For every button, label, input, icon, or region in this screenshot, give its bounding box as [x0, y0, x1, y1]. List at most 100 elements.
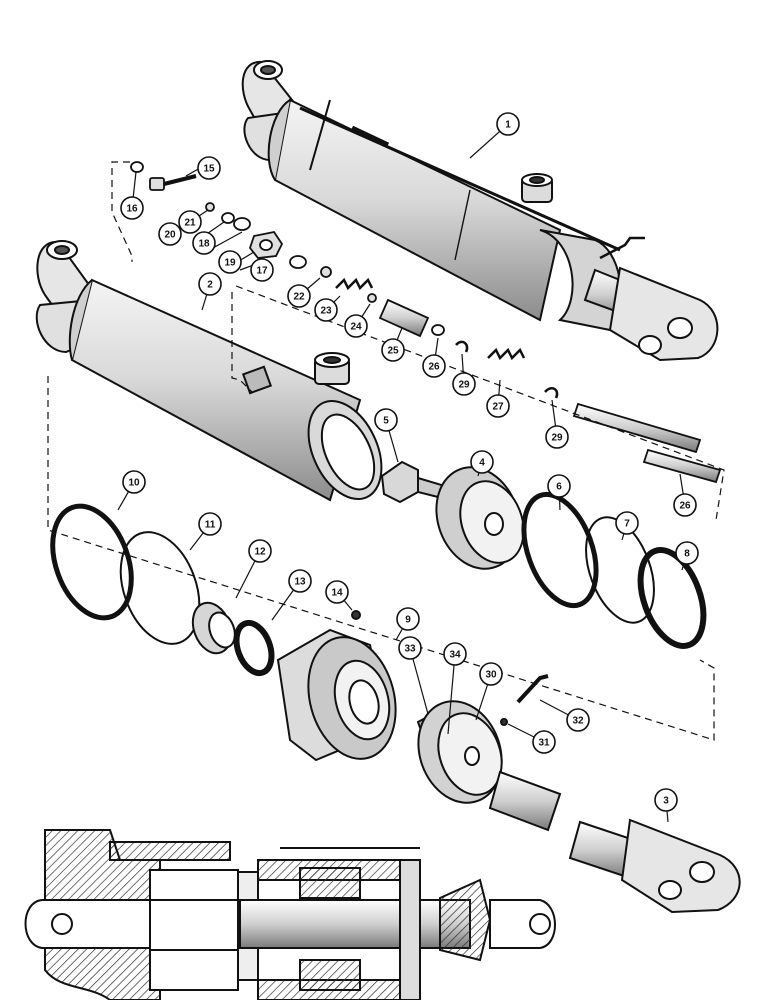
callout-7: 7 [615, 511, 639, 535]
cross-section-view [24, 829, 556, 1000]
callout-label: 25 [387, 346, 399, 357]
callout-33: 33 [398, 636, 422, 660]
cylinder-barrel [35, 240, 383, 502]
callout-circle [396, 607, 420, 631]
callout-label: 29 [551, 433, 563, 444]
callout-circle [532, 730, 556, 754]
callout-label: 2 [207, 280, 213, 291]
callout-circle [122, 470, 146, 494]
callout-circle [248, 539, 272, 563]
callout-label: 21 [184, 218, 196, 229]
callout-32: 32 [566, 708, 590, 732]
callout-circle [198, 512, 222, 536]
callout-circle [486, 394, 510, 418]
callout-label: 7 [624, 519, 630, 530]
callout-circle [178, 210, 202, 234]
callout-circle [344, 314, 368, 338]
callout-30: 30 [479, 662, 503, 686]
callout-label: 33 [404, 644, 416, 655]
callout-19: 19 [218, 250, 242, 274]
callout-circle [675, 541, 699, 565]
callout-label: 5 [383, 416, 389, 427]
callout-circle [545, 425, 569, 449]
callout-circle [615, 511, 639, 535]
callout-23: 23 [314, 298, 338, 322]
callout-label: 17 [256, 266, 268, 277]
callout-13: 13 [288, 569, 312, 593]
callout-circle [479, 662, 503, 686]
callout-label: 10 [128, 478, 140, 489]
callout-6: 6 [547, 474, 571, 498]
callout-circle [158, 222, 182, 246]
callout-circle [422, 354, 446, 378]
callout-25: 25 [381, 338, 405, 362]
callout-34: 34 [443, 642, 467, 666]
callout-label: 12 [254, 547, 266, 558]
callout-label: 1 [505, 120, 511, 131]
callout-circle [452, 372, 476, 396]
callout-circle [197, 156, 221, 180]
callout-16: 16 [120, 196, 144, 220]
callout-label: 26 [428, 362, 440, 373]
callout-8: 8 [675, 541, 699, 565]
callout-circle [250, 258, 274, 282]
callout-bubbles: 1234567891011121314151617181920212223242… [120, 112, 699, 812]
callout-label: 34 [449, 650, 461, 661]
callout-label: 29 [458, 380, 470, 391]
callout-26: 26 [673, 493, 697, 517]
callout-label: 9 [405, 615, 411, 626]
callout-label: 32 [572, 716, 584, 727]
callout-26: 26 [422, 354, 446, 378]
callout-label: 16 [126, 204, 138, 215]
callout-circle [287, 284, 311, 308]
callout-label: 24 [350, 322, 362, 333]
callout-29: 29 [545, 425, 569, 449]
callout-9: 9 [396, 607, 420, 631]
callout-31: 31 [532, 730, 556, 754]
callout-circle [381, 338, 405, 362]
callout-11: 11 [198, 512, 222, 536]
callout-label: 6 [556, 482, 562, 493]
callout-label: 23 [320, 306, 332, 317]
callout-circle [654, 788, 678, 812]
callout-17: 17 [250, 258, 274, 282]
callout-circle [496, 112, 520, 136]
callout-label: 18 [198, 239, 210, 250]
callout-label: 20 [164, 230, 176, 241]
callout-21: 21 [178, 210, 202, 234]
callout-label: 14 [331, 588, 343, 599]
rod-and-clevis [488, 770, 741, 914]
callout-label: 26 [679, 501, 691, 512]
callout-18: 18 [192, 231, 216, 255]
callout-label: 13 [294, 577, 306, 588]
callout-5: 5 [374, 408, 398, 432]
valve-parts [130, 161, 722, 484]
callout-label: 22 [293, 292, 305, 303]
callout-label: 15 [203, 164, 215, 175]
callout-15: 15 [197, 156, 221, 180]
callout-label: 11 [205, 520, 216, 531]
callout-label: 27 [492, 402, 504, 413]
callout-label: 8 [684, 549, 690, 560]
piston-and-seals [50, 460, 707, 804]
callout-circle [192, 231, 216, 255]
callout-20: 20 [158, 222, 182, 246]
callout-circle [314, 298, 338, 322]
callout-label: 3 [663, 796, 669, 807]
callout-1: 1 [496, 112, 520, 136]
callout-circle [325, 580, 349, 604]
callout-27: 27 [486, 394, 510, 418]
callout-29: 29 [452, 372, 476, 396]
callout-10: 10 [122, 470, 146, 494]
callout-circle [288, 569, 312, 593]
assembled-cylinder [241, 60, 719, 362]
callout-circle [218, 250, 242, 274]
callout-4: 4 [470, 450, 494, 474]
callout-label: 31 [538, 738, 550, 749]
callout-circle [470, 450, 494, 474]
callout-circle [566, 708, 590, 732]
callout-22: 22 [287, 284, 311, 308]
callout-circle [198, 272, 222, 296]
